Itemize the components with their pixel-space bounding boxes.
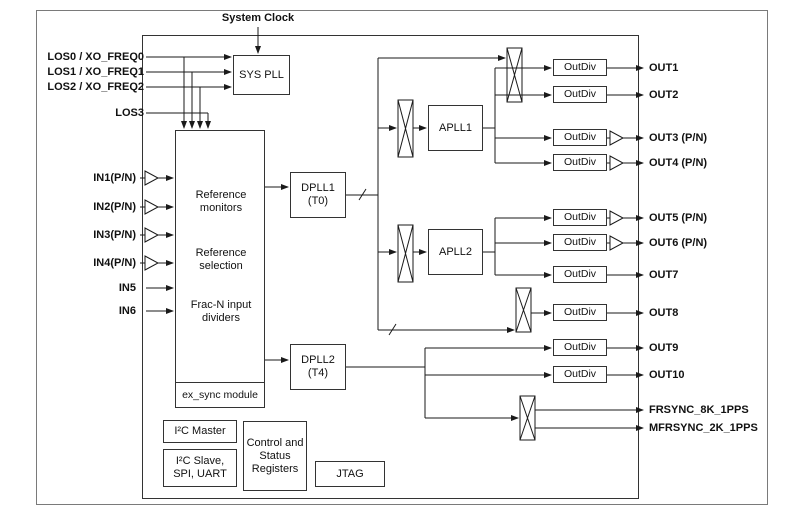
port-label-out6: OUT6 (P/N)	[649, 237, 708, 249]
dpll2-subtitle: (T4)	[307, 367, 329, 379]
outdiv-block-1: OutDiv	[553, 59, 607, 76]
outdiv-label: OutDiv	[563, 306, 597, 318]
figure-border	[36, 10, 768, 505]
dpll1-subtitle: (T0)	[307, 195, 329, 207]
system-clock-label: System Clock	[221, 12, 295, 24]
dpll1-block: DPLL1 (T0)	[290, 172, 346, 218]
outdiv-block-9: OutDiv	[553, 339, 607, 356]
jtag-label: JTAG	[336, 467, 364, 480]
csr-label-line1: Control and	[246, 436, 304, 449]
port-label-in5: IN5	[118, 282, 136, 294]
outdiv-label: OutDiv	[563, 156, 597, 168]
i2c-master-label: I²C Master	[174, 425, 226, 437]
i2c-master-block: I²C Master	[163, 420, 237, 443]
port-label-out8: OUT8	[649, 307, 679, 319]
jtag-block: JTAG	[315, 461, 385, 487]
i2c-slave-spi-uart-block: I²C Slave, SPI, UART	[163, 449, 237, 487]
outdiv-block-3: OutDiv	[553, 129, 607, 146]
apll2-label: APLL2	[438, 245, 473, 258]
ex-sync-module-block: ex_sync module	[175, 382, 265, 408]
dpll1-title: DPLL1	[301, 182, 335, 194]
port-label-los2: LOS2 / XO_FREQ2	[47, 81, 144, 93]
ex-sync-module-label: ex_sync module	[182, 388, 258, 401]
outdiv-label: OutDiv	[563, 341, 597, 353]
wires	[140, 58, 610, 418]
outdiv-label: OutDiv	[563, 368, 597, 380]
port-label-in2: IN2(P/N)	[93, 201, 136, 213]
outdiv-label: OutDiv	[563, 211, 597, 223]
port-label-out7: OUT7	[649, 269, 679, 281]
port-label-mfrsync: MFRSYNC_2K_1PPS	[649, 422, 758, 434]
outdiv-block-10: OutDiv	[553, 366, 607, 383]
outdiv-block-2: OutDiv	[553, 86, 607, 103]
port-label-out2: OUT2	[649, 89, 679, 101]
port-label-in1: IN1(P/N)	[93, 172, 136, 184]
i2c-slave-label-line2: SPI, UART	[173, 468, 227, 480]
port-label-out9: OUT9	[649, 342, 679, 354]
input-buffer-icons	[144, 170, 160, 271]
port-label-in3: IN3(P/N)	[93, 229, 136, 241]
csr-label-line2: Status	[259, 449, 291, 462]
fracn-dividers-label: Frac-N input dividers	[190, 299, 252, 324]
apll1-block: APLL1	[428, 105, 483, 151]
outdiv-label: OutDiv	[563, 61, 597, 73]
reference-monitors-label: Reference monitors	[195, 189, 247, 214]
port-label-out4: OUT4 (P/N)	[649, 157, 708, 169]
outdiv-label: OutDiv	[563, 88, 597, 100]
port-label-out3: OUT3 (P/N)	[649, 132, 708, 144]
port-label-los3: LOS3	[115, 107, 144, 119]
crossbar-switch-icons	[397, 47, 536, 441]
output-driver-icons	[609, 130, 625, 251]
port-label-los1: LOS1 / XO_FREQ1	[47, 66, 144, 78]
i2c-slave-label-line1: I²C Slave,	[175, 455, 225, 467]
sys-pll-label: SYS PLL	[239, 68, 284, 81]
outdiv-label: OutDiv	[563, 236, 597, 248]
outdiv-block-5: OutDiv	[553, 209, 607, 226]
outdiv-block-6: OutDiv	[553, 234, 607, 251]
control-status-registers-block: Control and Status Registers	[243, 421, 307, 491]
port-label-out10: OUT10	[649, 369, 685, 381]
arrow-wires	[146, 27, 644, 431]
sys-pll-block: SYS PLL	[233, 55, 290, 95]
apll1-label: APLL1	[438, 121, 473, 134]
outdiv-label: OutDiv	[563, 131, 597, 143]
dpll2-block: DPLL2 (T4)	[290, 344, 346, 390]
port-label-in4: IN4(P/N)	[93, 257, 136, 269]
port-label-out1: OUT1	[649, 62, 679, 74]
apll2-block: APLL2	[428, 229, 483, 275]
port-label-frsync: FRSYNC_8K_1PPS	[649, 404, 749, 416]
reference-selection-label: Reference selection	[195, 247, 247, 272]
reference-block: Reference monitors Reference selection F…	[175, 130, 265, 408]
outdiv-block-8: OutDiv	[553, 304, 607, 321]
port-label-out5: OUT5 (P/N)	[649, 212, 708, 224]
outdiv-label: OutDiv	[563, 268, 597, 280]
outdiv-block-7: OutDiv	[553, 266, 607, 283]
dpll2-title: DPLL2	[301, 354, 335, 366]
port-label-in6: IN6	[118, 305, 136, 317]
chip-boundary	[142, 35, 639, 499]
port-label-los0: LOS0 / XO_FREQ0	[47, 51, 144, 63]
outdiv-block-4: OutDiv	[553, 154, 607, 171]
csr-label-line3: Registers	[251, 462, 299, 475]
